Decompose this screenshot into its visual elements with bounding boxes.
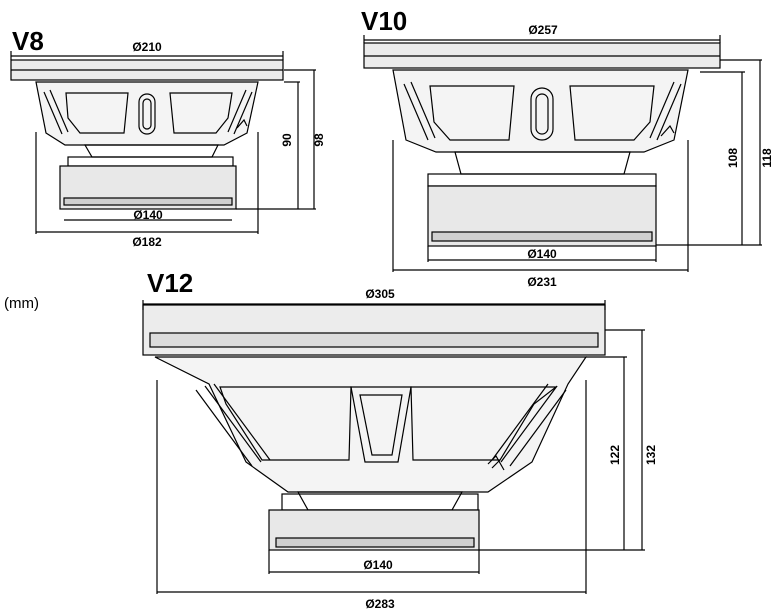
unit-label: (mm) (4, 295, 39, 312)
v8-inner-depth-label: 90 (280, 133, 294, 147)
v8-bottom-diameter-label: Ø182 (132, 235, 162, 249)
v10-speaker-drawing (363, 35, 762, 272)
v10-model-title: V10 (361, 6, 408, 36)
v10-bottom-diameter-label: Ø231 (527, 275, 557, 289)
v12-magnet-diameter-label: Ø140 (363, 558, 393, 572)
v12-frame-diameter-label: Ø305 (365, 287, 395, 301)
v10-frame-diameter-label: Ø257 (528, 23, 558, 37)
v8-frame-diameter-label: Ø210 (132, 40, 162, 54)
v8-total-depth-label: 98 (312, 133, 326, 147)
v8-magnet-diameter-label: Ø140 (133, 208, 163, 222)
v8-speaker-drawing (10, 51, 316, 234)
v12-total-depth-label: 132 (644, 445, 658, 465)
v8-model-title: V8 (12, 26, 44, 56)
v12-speaker-drawing (142, 300, 645, 594)
v10-magnet-diameter-label: Ø140 (527, 247, 557, 261)
v10-total-depth-label: 118 (760, 148, 774, 168)
v12-model-title: V12 (147, 268, 194, 298)
v12-bottom-diameter-label: Ø283 (365, 597, 395, 611)
v10-inner-depth-label: 108 (726, 148, 740, 168)
v12-inner-depth-label: 122 (608, 445, 622, 465)
